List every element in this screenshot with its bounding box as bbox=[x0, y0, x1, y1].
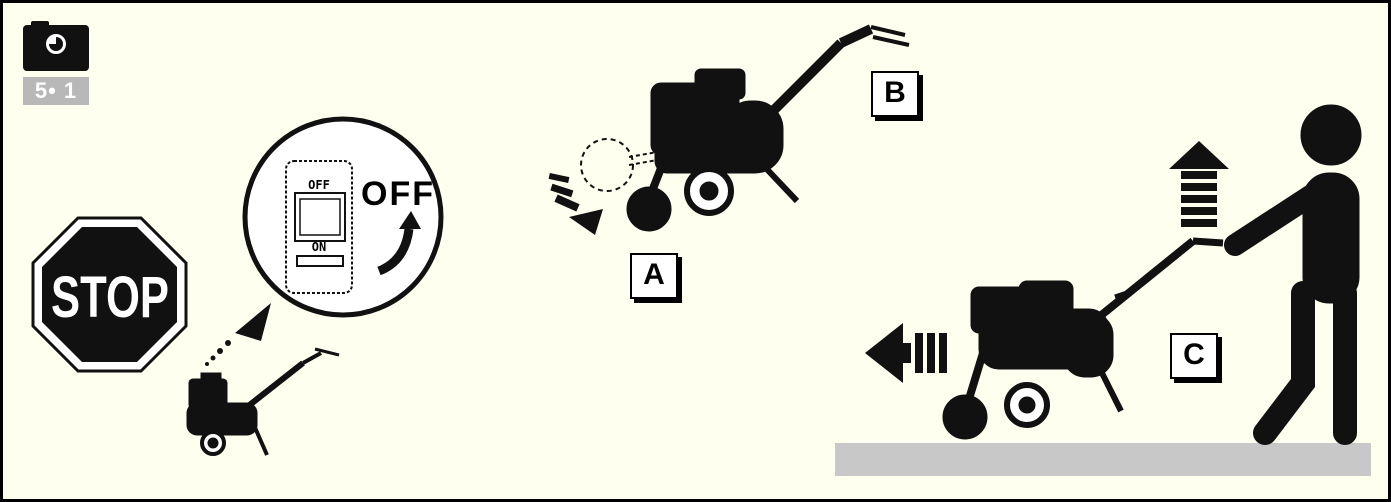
push-direction-arrow-icon bbox=[865, 323, 947, 383]
pushed-tiller-icon bbox=[942, 237, 1224, 440]
callout-b: B bbox=[871, 71, 919, 117]
operator-figure-icon bbox=[1224, 104, 1362, 445]
callout-c: C bbox=[1170, 333, 1218, 379]
ground-strip bbox=[835, 443, 1371, 476]
switch-magnifier: OFF ON bbox=[242, 116, 444, 318]
stop-sign-text: STOP bbox=[51, 265, 169, 330]
tilted-tiller-icon bbox=[626, 24, 910, 232]
small-tiller-icon bbox=[186, 347, 340, 456]
switch-on-label: ON bbox=[312, 240, 326, 254]
stop-sign-icon: STOP bbox=[31, 216, 188, 373]
previous-wheel-position bbox=[580, 138, 664, 192]
callout-a: A bbox=[630, 253, 678, 299]
illustration: STOP OFF ON bbox=[31, 24, 1371, 476]
tilt-motion-arrow-icon bbox=[548, 172, 603, 235]
camera-lens-icon bbox=[43, 31, 69, 57]
rotate-arrow-icon bbox=[377, 228, 414, 276]
pointer-arrow-icon bbox=[205, 303, 271, 366]
step-number: 5• 1 bbox=[23, 77, 89, 105]
switch-off-label: OFF bbox=[308, 178, 330, 192]
step-badge: 5• 1 bbox=[23, 21, 89, 105]
switch-direction-label: OFF bbox=[361, 175, 435, 213]
lift-arrow-icon bbox=[1169, 141, 1229, 227]
